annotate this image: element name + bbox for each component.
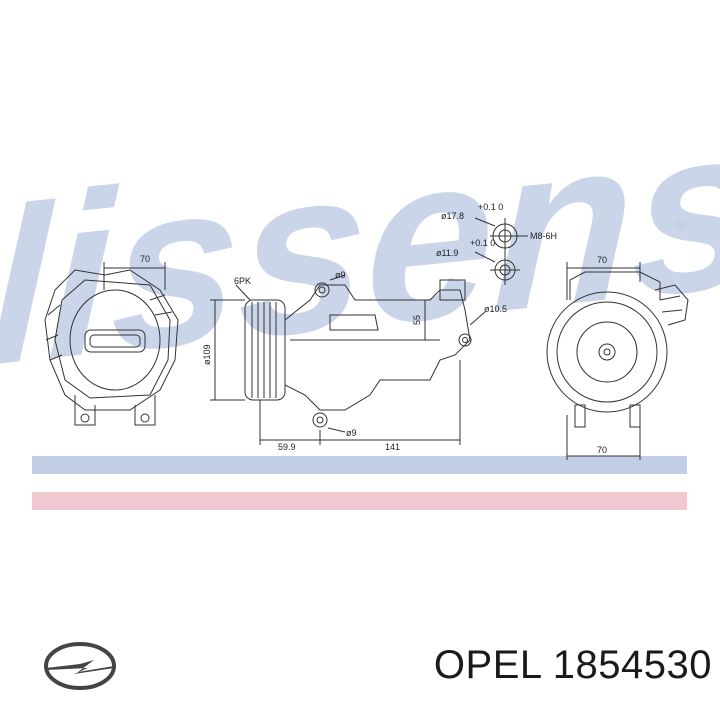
blue-band bbox=[32, 456, 687, 474]
dim-left-width: 70 bbox=[140, 254, 150, 264]
compressor-technical-drawing: Nissens ® 70 bbox=[0, 74, 720, 510]
dim-port-hole: ø10.5 bbox=[484, 304, 507, 314]
left-side-view bbox=[44, 262, 179, 426]
dim-port-large: ø17.8 bbox=[441, 211, 464, 221]
port-detail-view bbox=[474, 217, 528, 285]
pink-band bbox=[32, 492, 687, 510]
dim-mount-bottom: ø9 bbox=[346, 428, 357, 438]
center-front-view bbox=[210, 274, 486, 445]
opel-blitz-logo-icon bbox=[44, 642, 116, 690]
dim-pulley-offset: 59.9 bbox=[278, 442, 296, 452]
footer: OPEL 1854530 bbox=[0, 630, 720, 700]
dim-right-width-bottom: 70 bbox=[597, 445, 607, 455]
drawing-panel bbox=[32, 135, 687, 450]
dim-body-length: 141 bbox=[385, 442, 400, 452]
dim-right-width-top: 70 bbox=[597, 255, 607, 265]
dim-pulley-diameter: ø109 bbox=[202, 344, 212, 365]
registered-mark: ® bbox=[675, 217, 687, 234]
dim-mount-top: ø9 bbox=[335, 270, 346, 280]
right-rear-view bbox=[546, 262, 689, 460]
part-label: OPEL 1854530 bbox=[434, 640, 712, 690]
dim-height-55: 55 bbox=[412, 315, 422, 325]
dim-port-small-tol: +0.1 0 bbox=[470, 238, 495, 248]
part-number: 1854530 bbox=[552, 643, 712, 687]
brand-name: OPEL bbox=[433, 643, 542, 687]
dim-belt: 6PK bbox=[234, 276, 251, 286]
dim-thread: M8-6H bbox=[530, 231, 557, 241]
dim-port-small: ø11.9 bbox=[436, 248, 458, 258]
dim-port-large-tol: +0.1 0 bbox=[478, 202, 503, 212]
